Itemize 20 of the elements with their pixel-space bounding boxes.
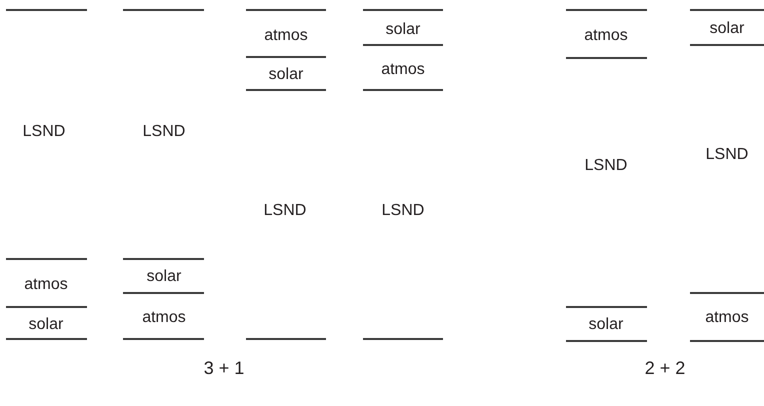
scheme-caption: 3 + 1 <box>204 359 244 377</box>
splitting-label: solar <box>588 317 624 333</box>
splitting-label: LSND <box>706 147 748 163</box>
scheme-caption: 2 + 2 <box>644 359 686 377</box>
splitting-label: solar <box>28 317 64 333</box>
splitting-label: solar <box>386 22 420 38</box>
splitting-label: LSND <box>264 203 306 219</box>
splitting-label: LSND <box>382 203 424 219</box>
splitting-label: LSND <box>142 124 186 140</box>
splitting-label: atmos <box>264 28 308 44</box>
splitting-label: solar <box>268 67 304 83</box>
splitting-label: LSND <box>584 158 628 174</box>
splitting-label: atmos <box>584 28 628 44</box>
splitting-label: atmos <box>24 277 68 293</box>
splitting-label: solar <box>710 21 744 37</box>
splitting-label: atmos <box>705 310 749 326</box>
splitting-label: atmos <box>381 62 425 78</box>
splitting-label: solar <box>146 269 182 285</box>
splitting-label: atmos <box>142 310 186 326</box>
splitting-label: LSND <box>22 124 66 140</box>
